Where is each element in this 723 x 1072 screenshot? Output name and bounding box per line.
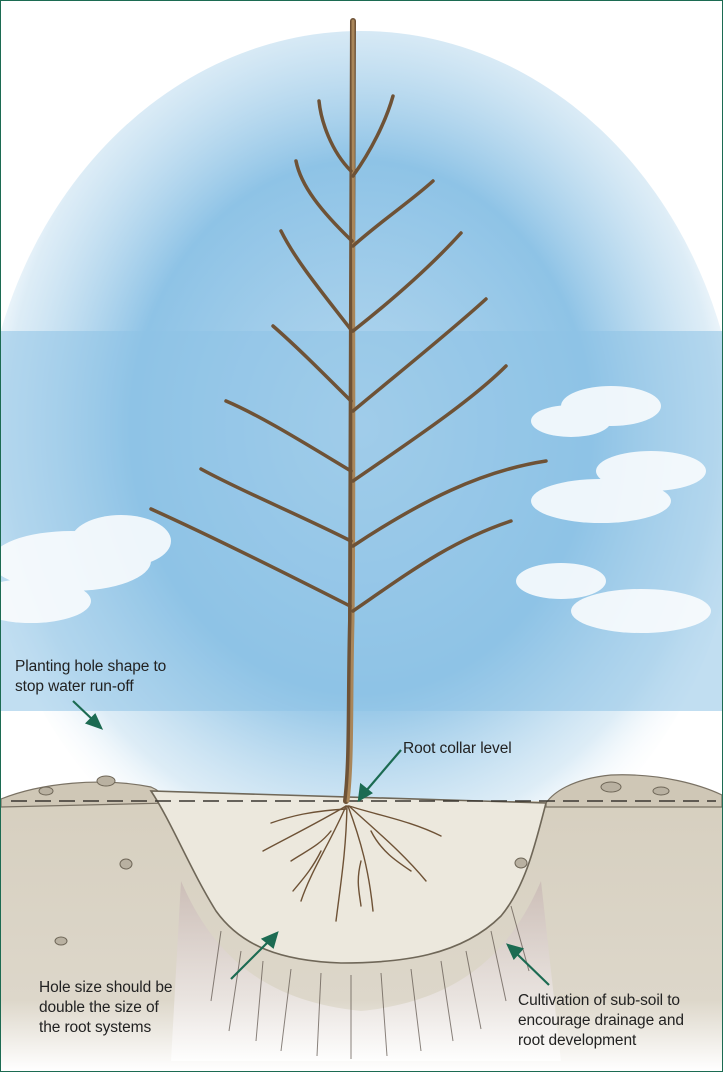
label-root-collar-level: Root collar level	[403, 739, 512, 759]
left-mound	[1, 782, 171, 807]
label-cultivation: Cultivation of sub-soil to encourage dra…	[518, 991, 684, 1051]
label-planting-hole-shape: Planting hole shape to stop water run-of…	[15, 657, 166, 697]
label-hole-size: Hole size should be double the size of t…	[39, 978, 172, 1038]
